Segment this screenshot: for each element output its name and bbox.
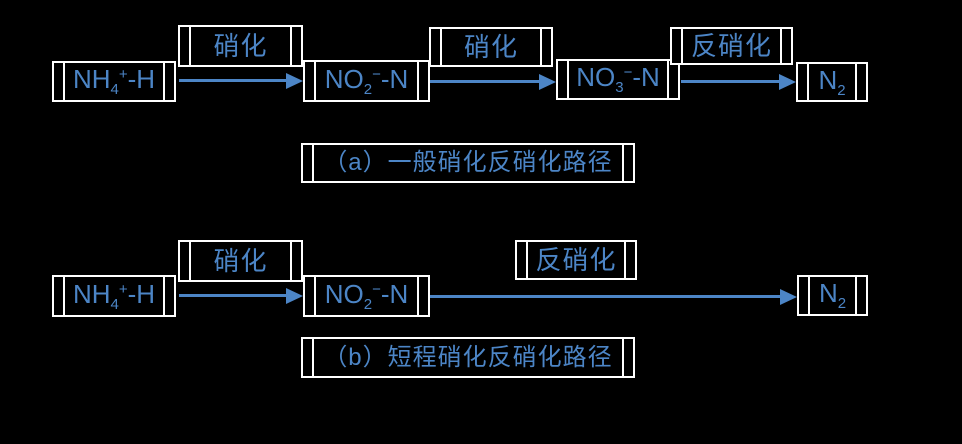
arrow-head-icon [779,74,796,90]
arrow-head-icon [286,288,303,304]
node-nh4-b-text: NH4+-H [72,278,156,313]
inner-bar-right [163,277,165,315]
node-nh4-a: NH4+-H [52,61,176,102]
caption-b-text: （b）短程硝化反硝化路径 [323,343,613,371]
node-no3-a: NO3−-N [556,59,680,100]
arrow-head-icon [780,289,797,305]
inner-bar-left [314,277,316,315]
inner-bar-left [526,242,528,278]
inner-bar-right [667,61,669,98]
caption-a-text: （a）一般硝化反硝化路径 [323,149,613,176]
arrow-line [179,79,289,82]
inner-bar-right [290,242,292,280]
node-no2-a: NO2−-N [303,60,430,102]
inner-bar-right [855,277,857,314]
arrow-line [430,295,783,298]
arrow-nh4-to-no2-b [179,288,303,304]
label-denitrification-a: 反硝化 [670,27,793,65]
caption-b: （b）短程硝化反硝化路径 [301,337,635,378]
label-nitrification-a2-text: 硝化 [463,32,518,62]
inner-bar-left [312,145,314,181]
label-nitrification-a2: 硝化 [429,27,553,67]
arrow-line [430,80,542,83]
label-denitrification-a-text: 反硝化 [690,31,772,61]
inner-bar-right [622,145,624,181]
inner-bar-right [855,64,857,100]
inner-bar-left [63,277,65,315]
inner-bar-left [189,242,191,280]
inner-bar-right [622,339,624,376]
inner-bar-right [780,29,782,63]
label-nitrification-b: 硝化 [178,240,303,282]
node-no2-a-text: NO2−-N [324,63,409,98]
arrow-no3-to-n2-a [681,74,796,90]
arrow-line [681,80,782,83]
node-no2-b-text: NO2−-N [324,278,409,313]
arrow-line [179,294,289,297]
node-n2-a: N2 [796,62,868,102]
inner-bar-right [624,242,626,278]
node-n2-a-text: N2 [818,64,846,99]
node-no2-b: NO2−-N [303,275,430,317]
inner-bar-right [540,29,542,65]
label-nitrification-a1: 硝化 [178,25,303,67]
arrow-nh4-to-no2-a [179,73,303,89]
node-no3-a-text: NO3−-N [576,62,660,96]
arrow-head-icon [539,74,556,90]
caption-a: （a）一般硝化反硝化路径 [301,143,635,183]
inner-bar-left [567,61,569,98]
arrow-no2-to-no3-a [430,74,556,90]
inner-bar-left [189,27,191,65]
node-n2-b-text: N2 [818,278,847,312]
inner-bar-left [312,339,314,376]
node-nh4-a-text: NH4+-H [72,64,156,98]
arrow-no2-to-n2-b [430,289,797,305]
inner-bar-left [808,277,810,314]
label-denitrification-b: 反硝化 [515,240,637,280]
inner-bar-left [681,29,683,63]
label-nitrification-a1-text: 硝化 [213,31,268,61]
inner-bar-left [314,62,316,100]
inner-bar-right [417,277,419,315]
inner-bar-right [417,62,419,100]
inner-bar-left [807,64,809,100]
node-nh4-b: NH4+-H [52,275,176,317]
inner-bar-right [163,63,165,100]
inner-bar-left [63,63,65,100]
label-nitrification-b-text: 硝化 [213,246,268,276]
node-n2-b: N2 [797,275,868,316]
arrow-head-icon [286,73,303,89]
label-denitrification-b-text: 反硝化 [535,245,617,275]
inner-bar-left [440,29,442,65]
inner-bar-right [290,27,292,65]
